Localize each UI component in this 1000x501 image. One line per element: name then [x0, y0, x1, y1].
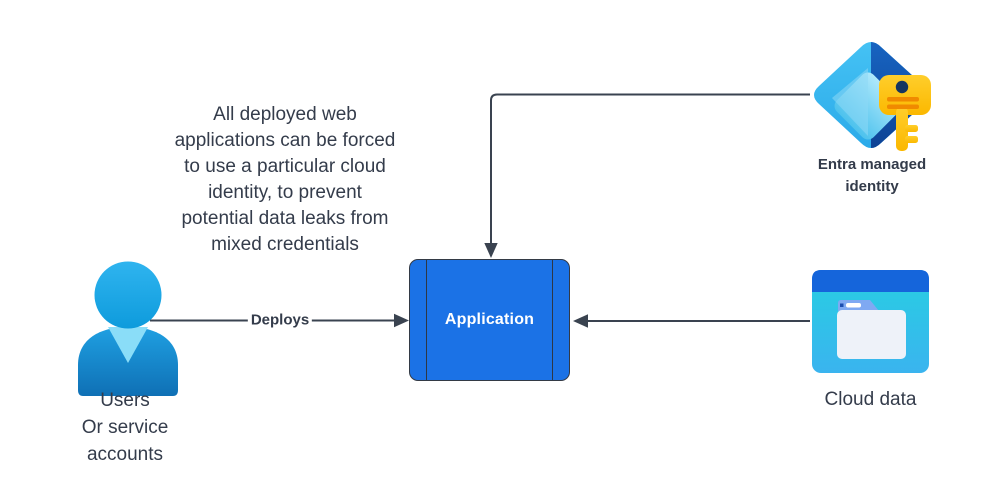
- entra-managed-identity-icon: [814, 42, 931, 151]
- entra-node: [805, 35, 945, 160]
- process-bar-right: [552, 260, 553, 380]
- deploys-edge-label: Deploys: [247, 311, 313, 329]
- entra-to-application-arrow: [484, 93, 810, 258]
- application-node: Application: [409, 259, 570, 381]
- annotation-text: All deployed web applications can be for…: [174, 104, 396, 255]
- process-bar-left: [426, 260, 427, 380]
- application-label: Application: [444, 311, 535, 328]
- user-icon: [78, 261, 178, 396]
- cloud-data-label: Cloud data: [824, 389, 917, 410]
- folder-icon: [837, 300, 906, 359]
- users-label: Users Or service accounts: [81, 390, 169, 465]
- window-header-bar: [812, 270, 929, 292]
- cloud-data-node: [812, 270, 929, 373]
- entra-label: Entra managed identity: [817, 156, 927, 195]
- users-node: [75, 261, 181, 396]
- cloud-data-icon: [812, 270, 929, 373]
- cloud-to-application-arrow: [573, 314, 810, 328]
- key-icon: [879, 75, 931, 151]
